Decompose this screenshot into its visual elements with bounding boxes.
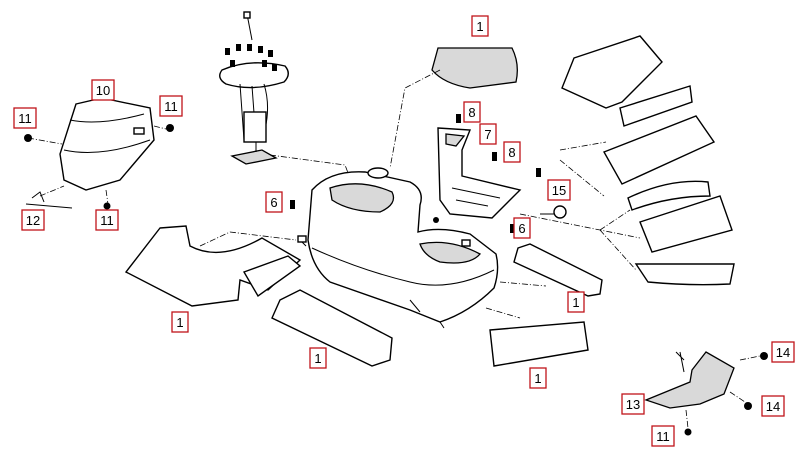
svg-text:11: 11: [164, 99, 178, 114]
rear-bracket: [644, 351, 761, 429]
callout-12: 12: [21, 209, 45, 231]
callout-6b: 6: [513, 217, 531, 239]
callout-11a: 11: [13, 107, 37, 129]
svg-text:11: 11: [656, 429, 670, 444]
callout-1a: 1: [471, 15, 489, 37]
tank-bracket: [437, 127, 522, 219]
svg-text:15: 15: [552, 183, 566, 198]
fuel-tank: [297, 167, 499, 329]
svg-text:6: 6: [270, 195, 277, 210]
clamp-12: [25, 191, 73, 209]
callout-11c: 11: [95, 209, 119, 231]
svg-text:10: 10: [96, 83, 110, 98]
svg-text:13: 13: [626, 397, 640, 412]
callout-8a: 8: [463, 101, 481, 123]
svg-text:8: 8: [508, 145, 515, 160]
callout-1c: 1: [309, 347, 327, 369]
svg-text:8: 8: [468, 105, 475, 120]
callout-7: 7: [479, 123, 497, 145]
heat-shield: [27, 97, 171, 205]
fuel-pump-assembly: [219, 11, 351, 179]
callout-14a: 14: [771, 341, 795, 363]
svg-text:6: 6: [518, 221, 525, 236]
pad-top: [431, 47, 518, 89]
fuel-cap: [540, 205, 567, 219]
svg-text:1: 1: [476, 19, 483, 34]
pads-right: [519, 35, 735, 286]
callout-8b: 8: [503, 141, 521, 163]
callout-1d: 1: [529, 367, 547, 389]
callout-14b: 14: [761, 395, 785, 417]
svg-text:11: 11: [100, 213, 114, 228]
callout-labels: 1 1 1 1 1 6 6 7: [13, 15, 795, 447]
svg-text:14: 14: [776, 345, 790, 360]
callout-15: 15: [547, 179, 571, 201]
callout-11b: 11: [159, 95, 183, 117]
svg-text:14: 14: [766, 399, 780, 414]
svg-text:1: 1: [176, 315, 183, 330]
pad-left-small: [242, 255, 302, 298]
bolts: [24, 114, 768, 436]
pad-left-large: [124, 225, 302, 307]
callout-1b: 1: [171, 311, 189, 333]
svg-text:12: 12: [26, 213, 40, 228]
callout-10: 10: [91, 79, 115, 101]
pad-front-right: [489, 321, 589, 367]
svg-text:1: 1: [314, 351, 321, 366]
svg-text:7: 7: [484, 127, 491, 142]
callout-6a: 6: [265, 191, 283, 213]
svg-text:1: 1: [534, 371, 541, 386]
callout-1e: 1: [567, 291, 585, 313]
svg-text:1: 1: [572, 295, 579, 310]
callout-11d: 11: [651, 425, 675, 447]
pad-front-long: [271, 289, 393, 367]
pad-right-long: [513, 243, 603, 297]
callout-13: 13: [621, 393, 645, 415]
svg-text:11: 11: [18, 111, 32, 126]
